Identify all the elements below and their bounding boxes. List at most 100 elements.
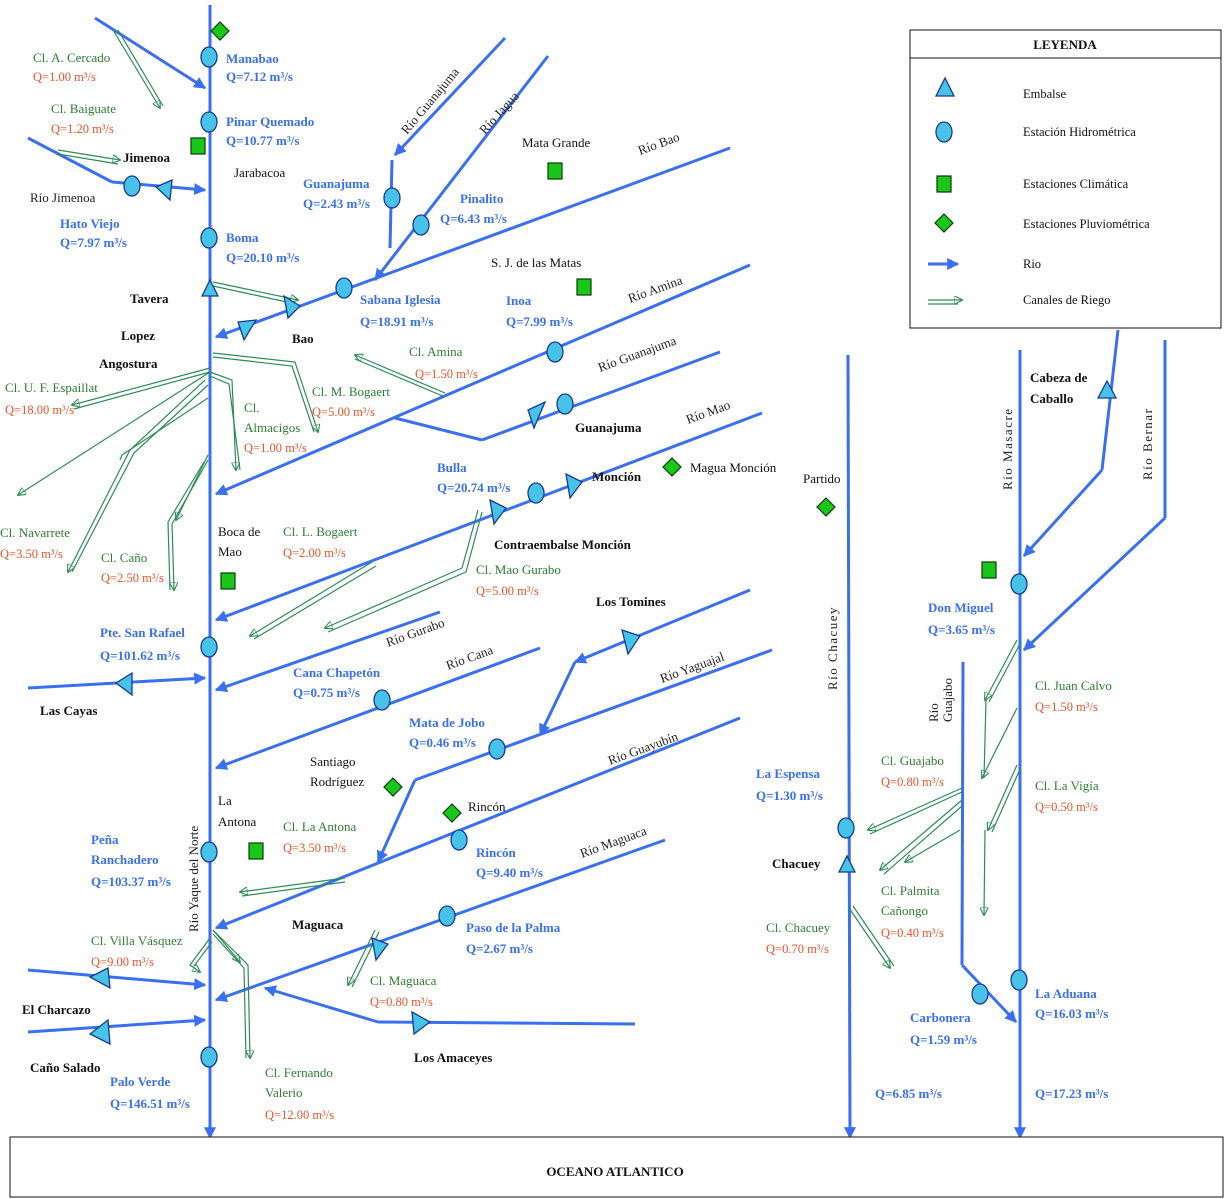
canal-chacuey-name: Cl. Chacuey	[766, 920, 831, 935]
canal-la-antona	[240, 877, 346, 892]
station-guanajuma-q: Q=2.43 m³/s	[303, 196, 370, 211]
station-sabana-name: Sabana Iglesia	[360, 292, 441, 307]
place-angostura: Angostura	[99, 356, 158, 371]
canal-juan-calvo	[985, 639, 1018, 700]
canal-laantona-q: Q=3.50 m³/s	[283, 841, 346, 855]
station-pinalito-q: Q=6.43 m³/s	[440, 211, 507, 226]
station-guanajuma-name: Guanajuma	[303, 176, 370, 191]
reservoir-maguaca-icon	[371, 936, 390, 962]
canal-baiguate-name: Cl. Baiguate	[51, 101, 116, 116]
canal-espaillat-q: Q=18.00 m³/s	[5, 403, 74, 417]
station-boma-q: Q=20.10 m³/s	[226, 250, 299, 265]
river-chacuey	[843, 354, 856, 1140]
canal-fernando-cl: Cl. Fernando	[265, 1065, 333, 1080]
canal-villa-name: Cl. Villa Vásquez	[91, 933, 183, 948]
climatic-boca-mao-icon	[220, 572, 236, 590]
place-jimenoa: Jimenoa	[123, 150, 170, 165]
canal-juancalvo-q: Q=1.50 m³/s	[1035, 700, 1098, 714]
station-aduana-q: Q=16.03 m³/s	[1035, 1006, 1108, 1021]
canal-fernando-valerio	[212, 929, 250, 1058]
reservoir-contraembalse-icon	[489, 498, 507, 526]
legend-item-pluvio: Estaciones Pluviométrica	[1023, 217, 1150, 231]
canal-chacuey	[848, 907, 890, 968]
river-bernar-b	[1022, 516, 1167, 652]
legend: LEYENDA Embalse Estación Hidrométrica Es…	[909, 29, 1222, 329]
canal-lbogaert-q: Q=2.00 m³/s	[283, 546, 346, 560]
station-guanajuma-lower-icon	[556, 393, 574, 415]
canal-navarrete-name: Cl. Navarrete	[0, 525, 70, 540]
place-mata-grande: Mata Grande	[522, 135, 590, 150]
station-guanajuma-icon	[383, 187, 401, 209]
station-pena-name: Peña	[91, 832, 119, 847]
ocean-label: OCEANO ATLANTICO	[546, 1164, 683, 1179]
station-carbonera-name: Carbonera	[910, 1010, 971, 1025]
canal-fernando-name: Valerio	[265, 1085, 303, 1100]
canal-baiguate	[57, 149, 120, 160]
label-river-guajabo-a: Río	[926, 703, 941, 722]
place-antona: Antona	[218, 814, 257, 829]
canal-cercado-name: Cl. A. Cercado	[33, 50, 110, 65]
place-bao: Bao	[292, 331, 314, 346]
river-jimenoa-a	[27, 136, 113, 184]
reservoir-moncion-icon	[565, 472, 583, 500]
place-tavera: Tavera	[130, 291, 169, 306]
canal-almacigos-name: Almacigos	[244, 420, 300, 435]
station-rincon-name: Rincón	[476, 845, 517, 860]
canal-chacuey-q: Q=0.70 m³/s	[766, 942, 829, 956]
station-pinalito-name: Pinalito	[460, 191, 503, 206]
label-river-jimenoa: Río Jimenoa	[30, 190, 96, 205]
reservoir-bao-a-icon	[283, 294, 302, 320]
station-sabana-iglesia-icon	[335, 277, 353, 299]
river-mao	[214, 411, 763, 622]
reservoir-cano-salado-icon	[88, 1018, 111, 1046]
canal-espaillat-name: Cl. U. F. Espaillat	[5, 380, 98, 395]
station-sanrafael-q: Q=101.62 m³/s	[100, 648, 180, 663]
river-guajabo-to-masacre	[960, 963, 1018, 1024]
place-rodriguez: Rodríguez	[310, 774, 364, 789]
climatic-jimenoa-icon	[190, 137, 206, 155]
place-guanajuma: Guanajuma	[575, 420, 642, 435]
station-pinalito-icon	[412, 214, 430, 236]
station-donmiguel-name: Don Miguel	[928, 600, 994, 615]
hydrometric-stations	[123, 46, 1028, 1068]
place-caballo: Caballo	[1030, 391, 1073, 406]
station-san-rafael-icon	[200, 636, 218, 658]
river-yaguajal	[414, 648, 773, 782]
place-jarabacoa: Jarabacoa	[234, 165, 285, 180]
canal-maguaca-name: Cl. Maguaca	[370, 973, 437, 988]
pluvio-magua-moncion-icon	[662, 457, 682, 477]
place-rincon: Rincón	[468, 799, 506, 814]
reservoir-hato-viejo-icon	[154, 178, 173, 202]
station-manabao-q: Q=7.12 m³/s	[226, 69, 293, 84]
canal-almacigos-cl: Cl.	[244, 400, 260, 415]
canal-almacigos-q: Q=1.00 m³/s	[244, 441, 307, 455]
station-carbonera-icon	[971, 983, 989, 1005]
canal-amina	[355, 355, 446, 394]
place-los-amaceyes: Los Amaceyes	[414, 1050, 492, 1065]
station-la-espensa-icon	[837, 817, 855, 839]
canal-caneo	[172, 459, 209, 590]
place-los-tomines: Los Tomines	[596, 594, 666, 609]
river-jagua	[373, 55, 550, 281]
legend-station-icon	[935, 121, 953, 143]
pluviometric-stations	[210, 21, 836, 823]
river-amaceyes-b	[263, 985, 379, 1024]
legend-item-river: Rio	[1023, 257, 1041, 271]
canal-navarrete	[68, 379, 206, 572]
legend-item-canal: Canales de Riego	[1023, 293, 1110, 307]
station-donmiguel-q: Q=3.65 m³/s	[928, 622, 995, 637]
station-rincon-q: Q=9.40 m³/s	[476, 865, 543, 880]
station-rincon-icon	[450, 829, 468, 851]
climatic-mata-grande-icon	[547, 162, 563, 180]
station-hato-name: Hato Viejo	[60, 216, 120, 231]
canal-caneo-name: Cl. Caño	[101, 550, 147, 565]
station-pinar-quemado-icon	[200, 111, 218, 133]
label-river-guayubin: Río Guayubín	[606, 728, 680, 767]
station-espensa-name: La Espensa	[756, 766, 820, 781]
legend-pluvio-icon	[934, 213, 954, 233]
legend-embalse-icon	[934, 76, 956, 97]
legend-climatic-icon	[936, 175, 952, 193]
canal-espaillat	[72, 367, 211, 405]
reservoir-tavera-icon	[200, 278, 220, 297]
